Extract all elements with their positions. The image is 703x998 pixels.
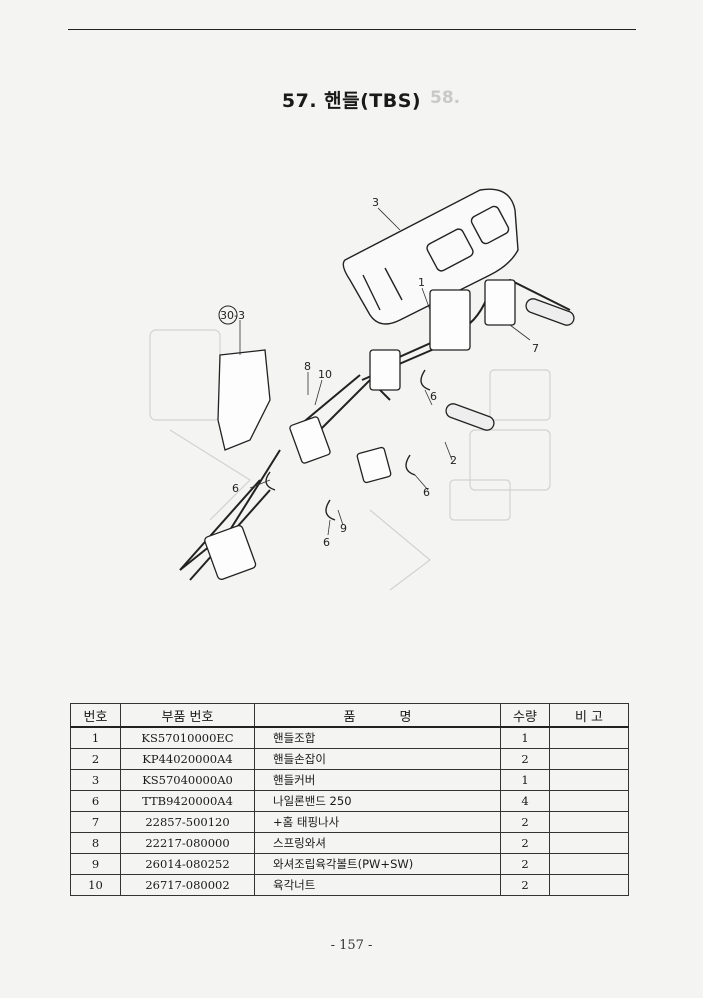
table-header-row: 번호 부품 번호 품 명 수량 비 고 xyxy=(70,703,629,728)
cell-number: 9 xyxy=(70,853,121,875)
table-row: 9 26014-080252 와셔조립육각볼트(PW+SW) 2 xyxy=(70,853,629,875)
callout-label: 2 xyxy=(450,454,457,467)
cell-part-number: 26717-080002 xyxy=(120,874,255,896)
cell-number: 1 xyxy=(70,726,121,749)
page-number: - 157 - xyxy=(330,938,373,953)
table-row: 3 KS57040000A0 핸들커버 1 xyxy=(70,769,629,791)
callout-label: 3 xyxy=(372,196,379,209)
cell-number: 10 xyxy=(70,874,121,896)
cell-part-number: 22857-500120 xyxy=(120,811,255,833)
col-header-part-number: 부품 번호 xyxy=(120,703,255,728)
callout-label: 1 xyxy=(418,276,425,289)
cell-part-number: KS57040000A0 xyxy=(120,769,255,791)
cell-part-number: KP44020000A4 xyxy=(120,748,255,770)
cell-remarks xyxy=(549,874,629,896)
callout-label: 6 xyxy=(423,486,430,499)
col-header-number: 번호 xyxy=(70,703,121,728)
ghost-title: 58. xyxy=(430,88,461,108)
top-rule xyxy=(68,29,636,30)
cell-number: 8 xyxy=(70,832,121,854)
cell-part-name: 와셔조립육각볼트(PW+SW) xyxy=(254,853,501,875)
cell-part-number: TTB9420000A4 xyxy=(120,790,255,812)
cell-part-name: 스프링와셔 xyxy=(254,832,501,854)
callout-label: 30-3 xyxy=(220,309,245,322)
cell-part-name: +홈 태핑나사 xyxy=(254,811,501,833)
cell-quantity: 1 xyxy=(500,769,550,791)
table-row: 10 26717-080002 육각너트 2 xyxy=(70,874,629,896)
cell-part-name: 핸들조합 xyxy=(254,726,501,749)
callout-label: 9 xyxy=(340,522,347,535)
callout-label: 7 xyxy=(532,342,539,355)
cell-remarks xyxy=(549,853,629,875)
cell-quantity: 2 xyxy=(500,811,550,833)
cell-part-name: 나일론밴드 250 xyxy=(254,790,501,812)
cell-number: 3 xyxy=(70,769,121,791)
col-header-part-name: 품 명 xyxy=(254,703,501,728)
callout-label: 8 xyxy=(304,360,311,373)
callout-label: 6 xyxy=(323,536,330,549)
cell-part-name: 핸들손잡이 xyxy=(254,748,501,770)
table-row: 1 KS57010000EC 핸들조합 1 xyxy=(70,726,629,749)
cell-remarks xyxy=(549,748,629,770)
cell-quantity: 2 xyxy=(500,874,550,896)
cell-quantity: 1 xyxy=(500,726,550,749)
cell-quantity: 2 xyxy=(500,853,550,875)
cell-number: 2 xyxy=(70,748,121,770)
cell-remarks xyxy=(549,769,629,791)
cell-part-name: 육각너트 xyxy=(254,874,501,896)
cell-part-number: 26014-080252 xyxy=(120,853,255,875)
cell-remarks xyxy=(549,832,629,854)
col-header-quantity: 수량 xyxy=(500,703,550,728)
page-title: 57. 핸들(TBS) xyxy=(281,90,422,112)
cell-quantity: 4 xyxy=(500,790,550,812)
cell-number: 6 xyxy=(70,790,121,812)
cell-part-number: KS57010000EC xyxy=(120,726,255,749)
table-row: 2 KP44020000A4 핸들손잡이 2 xyxy=(70,748,629,770)
table-row: 6 TTB9420000A4 나일론밴드 250 4 xyxy=(70,790,629,812)
cell-remarks xyxy=(549,726,629,749)
callout-label: 6 xyxy=(430,390,437,403)
table-row: 7 22857-500120 +홈 태핑나사 2 xyxy=(70,811,629,833)
cell-number: 7 xyxy=(70,811,121,833)
parts-table: 번호 부품 번호 품 명 수량 비 고 1 KS57010000EC 핸들조합 … xyxy=(70,703,629,896)
cell-remarks xyxy=(549,811,629,833)
cell-part-name: 핸들커버 xyxy=(254,769,501,791)
cell-quantity: 2 xyxy=(500,832,550,854)
cell-part-number: 22217-080000 xyxy=(120,832,255,854)
cell-quantity: 2 xyxy=(500,748,550,770)
callout-label: 6 xyxy=(232,482,239,495)
col-header-remarks: 비 고 xyxy=(549,703,629,728)
exploded-parts-diagram: 3 1 30-3 8 10 7 6 2 6 6 6 9 xyxy=(149,188,575,591)
cell-remarks xyxy=(549,790,629,812)
callout-label: 10 xyxy=(318,368,332,381)
table-row: 8 22217-080000 스프링와셔 2 xyxy=(70,832,629,854)
